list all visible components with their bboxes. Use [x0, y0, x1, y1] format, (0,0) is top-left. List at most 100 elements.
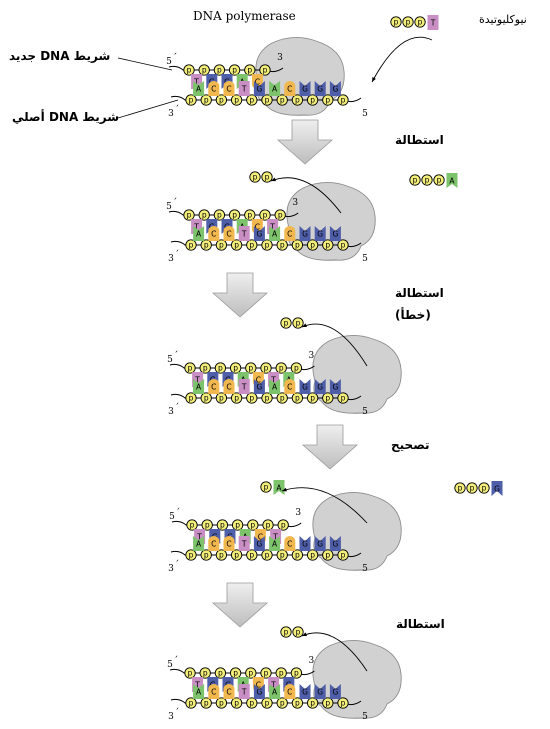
phosphate: p [229, 362, 242, 374]
base-shape [238, 536, 250, 551]
base-G: G [329, 536, 341, 551]
base-letter: G [494, 485, 500, 494]
base-C: C [223, 684, 235, 699]
phosphate-letter: p [310, 241, 315, 250]
phosphate-circle [322, 697, 334, 709]
base-shape [193, 226, 205, 241]
phosphate: p [261, 697, 273, 709]
base-shape [446, 173, 458, 188]
phosphate-circle [261, 392, 273, 404]
phosphate-circle [275, 667, 287, 679]
base-letter: T [430, 19, 436, 28]
phosphate: p [201, 519, 213, 531]
phosphate: p [322, 392, 334, 404]
phosphate-circle [215, 392, 228, 404]
base-A: A [273, 480, 285, 495]
phosphate-circle [337, 239, 349, 251]
phosphate: p [215, 94, 228, 106]
base-G: G [314, 684, 326, 699]
phosphate-letter: p [284, 628, 289, 637]
phosphate-circle [184, 362, 196, 374]
phosphate: p [261, 549, 273, 561]
phosphate-letter: p [248, 364, 253, 373]
phosphate-circle [200, 94, 212, 106]
phosphate: p [213, 209, 226, 221]
phosphate: p [260, 362, 272, 374]
phosphate-circle [390, 16, 402, 28]
base-T: T [238, 536, 250, 551]
phosphate: p [421, 174, 433, 186]
phosphate: p [322, 697, 334, 709]
phosphate-letter: p [189, 699, 194, 708]
base-letter: C [211, 383, 216, 392]
phosphate-letter: p [234, 551, 239, 560]
phosphate-circle [184, 667, 196, 679]
phosphate-letter: p [310, 394, 315, 403]
base-shape [284, 226, 296, 241]
phosphate: p [291, 94, 304, 106]
phosphate-letter: p [218, 364, 223, 373]
phosphate-circle [337, 549, 349, 561]
base-G: G [253, 226, 265, 241]
phosphate-circle [260, 481, 272, 493]
phosphate: p [230, 392, 243, 404]
base-shape [208, 226, 220, 241]
step-label-elongation-3: استطالة [396, 617, 445, 631]
base-shape [491, 481, 503, 496]
backbone [170, 393, 362, 401]
phosphate-letter: p [190, 521, 195, 530]
phosphate-letter: p [219, 394, 224, 403]
prime-mark: ´ [175, 559, 180, 570]
release-arrow [281, 487, 368, 524]
base-shape [269, 81, 281, 96]
phosphate-circle [249, 171, 261, 183]
base-letter: G [332, 383, 338, 392]
base-G: G [329, 379, 341, 394]
base-T: T [238, 226, 250, 241]
phosphate: p [292, 317, 304, 329]
base-letter: C [256, 376, 261, 385]
panel-elongation-error: ppppppppTGGACTA5´3pppppppppppACCTGACGGG3… [167, 350, 368, 417]
prime-mark: ´ [176, 507, 181, 518]
phosphate-circle [291, 392, 304, 404]
base-A: A [193, 81, 205, 96]
phosphate-circle [421, 174, 433, 186]
prime-mark: ´ [175, 249, 180, 260]
base-letter: C [211, 230, 216, 239]
phosphate-circle [245, 362, 257, 374]
prime-mark: ´ [174, 655, 179, 666]
release-arrow [371, 36, 433, 83]
base-shape [314, 379, 326, 394]
base-A: A [269, 684, 281, 699]
phosphate-letter: p [234, 699, 239, 708]
base-letter: C [226, 230, 231, 239]
prime-mark: ´ [173, 52, 178, 63]
phosphate-circle [244, 209, 256, 221]
step-label-elongation-2: استطالة [395, 286, 444, 300]
base-letter: G [302, 85, 308, 94]
base-shape [329, 379, 341, 394]
phosphate-circle [276, 392, 288, 404]
three-prime-bottom: 3 [168, 564, 174, 574]
base-letter: T [241, 85, 247, 94]
phosphate: p [322, 94, 334, 106]
phosphate-circle [466, 482, 478, 494]
backbone [170, 550, 362, 558]
phosphate: p [433, 174, 445, 186]
base-shape [208, 684, 220, 699]
phosphate-circle [199, 362, 211, 374]
base-shape [329, 81, 341, 96]
base-shape [223, 684, 235, 699]
base-G: G [314, 226, 326, 241]
phosphate-circle [185, 697, 197, 709]
phosphate-letter: p [204, 699, 209, 708]
phosphate-circle [261, 697, 273, 709]
new-strand-pointer [117, 57, 173, 71]
phosphate: p [291, 549, 304, 561]
phosphate-letter: p [202, 211, 207, 220]
